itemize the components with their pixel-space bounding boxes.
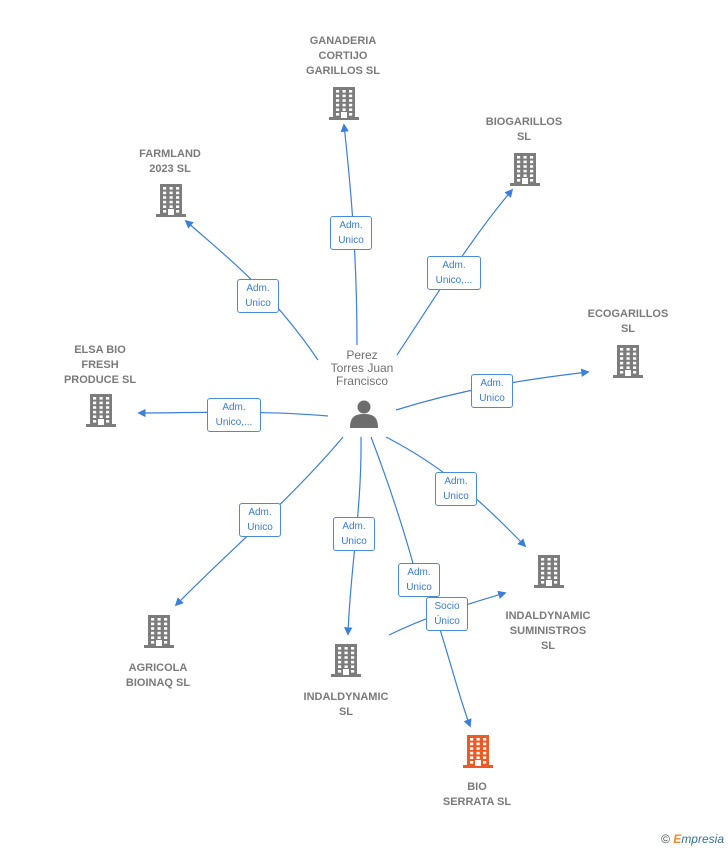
building-icon-biogarillos[interactable] <box>510 153 540 186</box>
edge-role-label[interactable]: Adm. Unico <box>237 279 279 313</box>
edge-role-label[interactable]: Adm. Unico <box>330 216 372 250</box>
edge-line-farmland <box>184 219 319 361</box>
company-name-agricola: AGRICOLA BIOINAQ SL <box>125 661 191 689</box>
company-name-farmland: FARMLAND 2023 SL <box>139 148 201 175</box>
building-icon-ecogarillos[interactable] <box>613 345 643 378</box>
company-name-elsa: ELSA BIO FRESH PRODUCE SL <box>63 343 137 386</box>
company-name-ecogarillos: ECOGARILLOS SL <box>587 308 669 335</box>
brand-footer: © Empresia <box>661 832 724 846</box>
edge-role-label[interactable]: Socio Único <box>426 597 468 631</box>
building-icon-bioserrata[interactable] <box>463 735 493 768</box>
company-name-suministros: INDALDYNAMIC SUMINISTROS SL <box>505 609 591 652</box>
person-name: Perez Torres Juan Francisco <box>330 347 394 388</box>
brand-logo-letter: E <box>673 832 682 846</box>
building-icon-ganaderia[interactable] <box>329 87 359 120</box>
building-icon-elsa[interactable] <box>86 394 116 427</box>
copyright-icon: © <box>661 832 670 846</box>
person-icon[interactable] <box>350 400 378 429</box>
edge-role-label[interactable]: Adm. Unico <box>398 563 440 597</box>
company-name-biogarillos: BIOGARILLOS SL <box>485 116 563 143</box>
edge-role-label[interactable]: Adm. Unico <box>239 503 281 537</box>
edge-role-label[interactable]: Adm. Unico <box>333 517 375 551</box>
company-name-indaldynamic: INDALDYNAMIC SL <box>303 690 389 718</box>
building-icon-suministros[interactable] <box>534 555 564 588</box>
company-name-bioserrata: BIO SERRATA SL <box>442 780 512 808</box>
building-icon-agricola[interactable] <box>144 615 174 648</box>
building-icon-farmland[interactable] <box>156 184 186 217</box>
brand-logo-text: mpresia <box>681 832 724 846</box>
edge-role-label[interactable]: Adm. Unico <box>471 374 513 408</box>
company-name-ganaderia: GANADERIA CORTIJO GARILLOS SL <box>306 34 380 77</box>
edge-role-label[interactable]: Adm. Unico,... <box>207 398 261 432</box>
edge-role-label[interactable]: Adm. Unico,... <box>427 256 481 290</box>
building-icon-indaldynamic[interactable] <box>331 644 361 677</box>
edge-role-label[interactable]: Adm. Unico <box>435 472 477 506</box>
edge-line-indaldynamic-bioserrata <box>436 619 472 728</box>
